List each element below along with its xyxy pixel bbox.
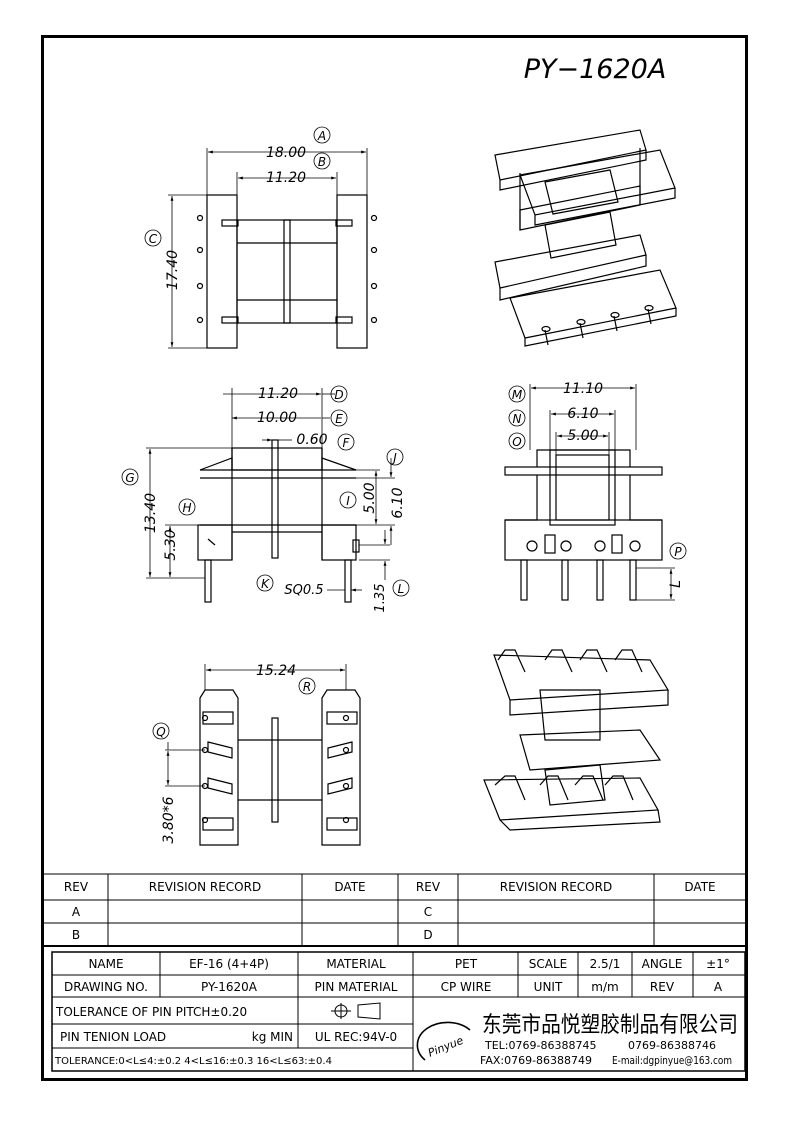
rev-d: D [423,928,432,942]
pin-tension-unit: kg MIN [252,1030,293,1044]
rev-value: A [714,980,723,994]
dim-10-00: 10.00 [257,410,297,426]
revision-record-header-1: REVISION RECORD [149,880,261,894]
pin-tension-label: PIN TENION LOAD [60,1030,166,1044]
dim-13-40: 13.40 [143,493,159,533]
label-b: B [318,155,326,169]
label-p: P [674,545,682,559]
date-header-2: DATE [684,880,715,894]
dim-11-20-top: 11.20 [266,170,306,186]
front-view [197,439,360,603]
side-view-dims [508,384,687,601]
dim-15-24: 15.24 [256,663,296,679]
dim-l-side: L [668,580,684,588]
dim-17-40: 17.40 [165,250,181,290]
dim-18-00: 18.00 [266,145,306,161]
label-k: K [261,577,270,591]
dim-11-20: 11.20 [258,386,298,402]
dim-1-35: 1.35 [373,584,388,613]
front-view-dims [121,385,410,597]
rev-header-1: REV [64,880,89,894]
company-tel: TEL:0769-86388745 [484,1039,596,1052]
dim-3-80x6: 3.80*6 [161,796,177,843]
angle-label: ANGLE [642,957,683,971]
dim-5-00-side: 5.00 [567,428,598,444]
bottom-view-dims [152,664,347,787]
label-e: E [335,412,343,426]
drawing-no-value: PY-1620A [201,980,258,994]
drawing-title: PY−1620A [524,54,667,85]
company-logo: Pinyue [426,1034,465,1060]
scale-value: 2.5/1 [590,957,621,971]
label-h: H [182,501,191,515]
label-g: G [125,471,134,485]
dim-6-10-side: 6.10 [567,406,598,422]
revision-record-header-2: REVISION RECORD [500,880,612,894]
company-tel-2: 0769-86388746 [628,1039,716,1052]
label-c: C [149,232,158,246]
label-f: F [343,436,351,450]
label-i: I [346,494,350,508]
label-d: D [334,388,343,402]
material-value: PET [455,957,478,971]
isometric-view-top [494,129,677,347]
label-j: J [391,451,397,465]
isometric-view-bottom [483,649,670,831]
angle-value: ±1° [706,957,730,971]
rev-header-2: REV [416,880,441,894]
rev-label: REV [650,980,675,994]
sheet-border [41,35,748,1081]
pin-material-label: PIN MATERIAL [315,980,398,994]
dim-sq0-5: SQ0.5 [284,583,323,598]
label-l: L [398,582,405,596]
bottom-view [199,689,361,846]
material-label: MATERIAL [326,957,386,971]
side-view [504,449,663,601]
company-fax: FAX:0769-86388749 [480,1054,592,1067]
ul-rec: UL REC:94V-0 [315,1030,397,1044]
dim-5-30: 5.30 [163,529,179,560]
rev-c: C [424,905,432,919]
revision-table [44,873,745,947]
label-n: N [513,412,522,426]
dim-11-10: 11.10 [563,381,603,397]
rev-b: B [72,928,80,942]
label-q: Q [156,725,165,739]
unit-label: UNIT [534,980,563,994]
dim-6-10: 6.10 [390,487,406,518]
dim-0-60: 0.60 [296,432,327,448]
rev-a: A [72,905,81,919]
company-email: E-mail:dgpinyue@163.com [612,1054,732,1067]
tolerance-general: TOLERANCE:0<L≤4:±0.2 4<L≤16:±0.3 16<L≤63… [54,1056,332,1067]
top-view [196,194,378,349]
company-name: 东莞市品悦塑胶制品有限公司 [482,1013,738,1038]
date-header-1: DATE [334,880,365,894]
pin-material-value: CP WIRE [441,980,492,994]
name-value: EF-16 (4+4P) [189,957,269,971]
tolerance-pin-pitch: TOLERANCE OF PIN PITCH±0.20 [55,1005,247,1019]
drawing-no-label: DRAWING NO. [64,980,148,994]
title-block [51,951,746,1072]
name-label: NAME [88,957,123,971]
label-o: O [512,435,521,449]
scale-label: SCALE [529,957,567,971]
label-r: R [303,680,311,694]
label-m: M [512,388,523,402]
label-a: A [317,129,326,143]
dim-5-00: 5.00 [362,482,378,513]
top-view-dims [144,126,368,349]
unit-value: m/m [591,980,618,994]
